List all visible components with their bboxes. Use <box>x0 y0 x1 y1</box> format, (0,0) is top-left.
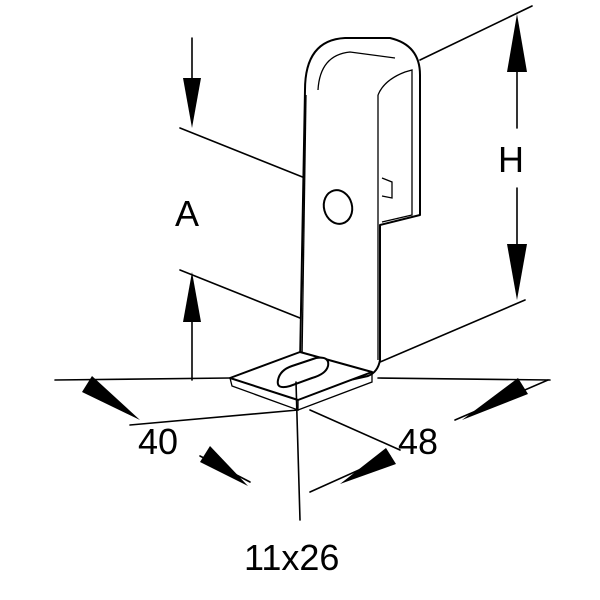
dimension-h: H <box>498 14 527 300</box>
slot-leader: 11x26 <box>244 381 339 578</box>
bracket-part <box>229 37 421 411</box>
dimension-40: 40 <box>82 376 251 486</box>
dimension-label-a: A <box>175 193 199 234</box>
dimension-48: 48 <box>309 378 549 493</box>
dimension-label-h: H <box>498 139 524 180</box>
dimension-label-48: 48 <box>398 421 438 462</box>
extension-lines <box>54 5 551 451</box>
dimension-label-40: 40 <box>138 421 178 462</box>
dimension-a: A <box>175 37 201 381</box>
bracket-round-hole <box>322 189 354 225</box>
bracket-slot <box>276 356 330 389</box>
bracket-vertical-plate <box>299 37 421 391</box>
dimension-label-slot: 11x26 <box>244 537 339 578</box>
